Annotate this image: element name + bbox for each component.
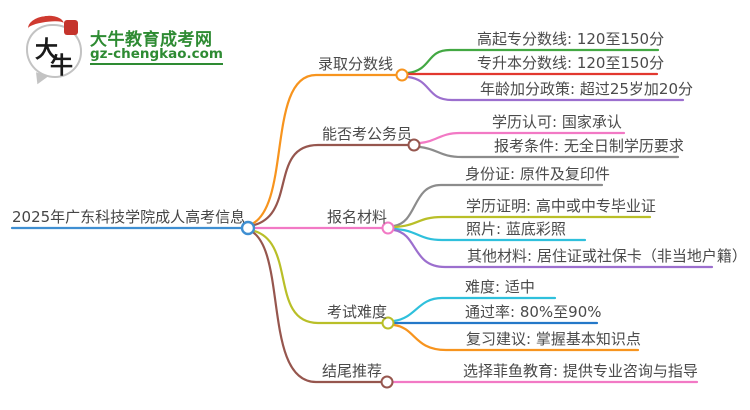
branch-line-civil-servant — [248, 143, 410, 228]
leaf-line-photo — [392, 227, 587, 242]
node-circle-materials — [381, 221, 395, 235]
node-circle-admission-scores — [395, 68, 409, 82]
leaf-label-other-materials: 其他材料: 居住证或社保卡（非当地户籍） — [467, 247, 747, 265]
branch-label-admission-scores: 录取分数线 — [318, 55, 394, 73]
leaf-label-degree-recognition: 学历认可: 国家承认 — [492, 113, 622, 131]
leaf-line-difficulty-level — [392, 296, 557, 323]
brand-title: 大牛教育成考网 — [90, 30, 213, 50]
leaf-label-zhuanshengben: 专升本分数线: 120至150分 — [477, 54, 665, 72]
leaf-line-gaoqizhuan — [406, 48, 660, 75]
leaf-label-diploma: 学历证明: 高中或中专毕业证 — [466, 197, 656, 215]
leaf-label-photo: 照片: 蓝底彩照 — [466, 220, 566, 238]
logo-char-da: 大 — [35, 37, 58, 63]
branch-line-admission-scores — [248, 73, 398, 227]
leaf-line-diploma — [392, 215, 652, 229]
site-logo[interactable]: 大 牛 大牛教育成考网 gz-chengkao.com — [20, 13, 224, 82]
logo-char-niu: 牛 — [50, 53, 73, 79]
leaf-label-id-card: 身份证: 原件及复印件 — [465, 165, 610, 183]
center-topic-label: 2025年广东科技学院成人高考信息 — [12, 208, 246, 226]
leaf-label-difficulty-level: 难度: 适中 — [465, 278, 535, 296]
brand-domain: gz-chengkao.com — [90, 46, 224, 65]
center-node-circle — [240, 220, 256, 236]
leaf-line-degree-recognition — [418, 131, 626, 145]
leaf-line-review-advice — [392, 323, 640, 352]
branch-label-materials: 报名材料 — [327, 208, 388, 226]
leaf-label-review-advice: 复习建议: 掌握基本知识点 — [466, 330, 641, 348]
branch-label-civil-servant: 能否考公务员 — [322, 125, 413, 143]
leaf-line-age-bonus — [406, 75, 685, 102]
branch-label-difficulty: 考试难度 — [327, 303, 388, 321]
node-circle-civil-servant — [407, 138, 421, 152]
leaf-label-pass-rate: 通过率: 80%至90% — [465, 303, 602, 321]
node-circle-difficulty — [381, 316, 395, 330]
branch-label-recommendation: 结尾推荐 — [322, 362, 383, 380]
leaf-label-gaoqizhuan: 高起专分数线: 120至150分 — [477, 30, 665, 48]
leaf-label-age-bonus: 年龄加分政策: 超过25岁加20分 — [480, 80, 693, 98]
leaf-line-other-materials — [392, 228, 714, 269]
logo-red-seal-icon — [64, 20, 78, 35]
leaf-label-feiyu-education: 选择菲鱼教育: 提供专业咨询与指导 — [463, 362, 698, 380]
branch-line-recommendation — [247, 228, 383, 384]
node-circle-recommendation — [380, 375, 394, 389]
branch-line-difficulty — [248, 228, 384, 325]
leaf-line-id-card — [392, 183, 604, 228]
leaf-label-apply-condition: 报考条件: 无全日制学历要求 — [494, 137, 684, 155]
leaf-line-apply-condition — [418, 145, 680, 159]
